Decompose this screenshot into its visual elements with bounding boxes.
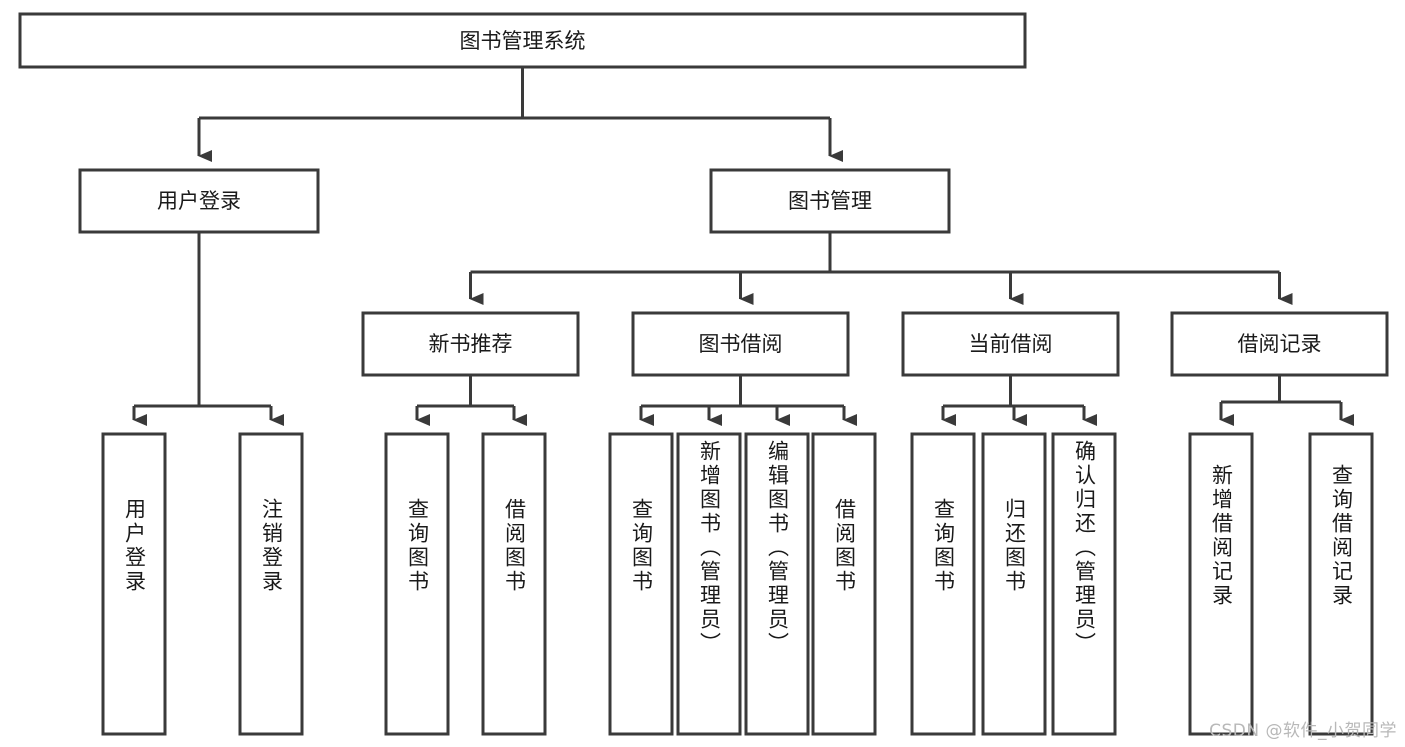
node-root-box[interactable] [18,12,1027,69]
connector-layer [132,67,1354,426]
csdn-watermark: CSDN @软件_小贺同学 [1209,721,1397,741]
leaf-box-query-book-newbook[interactable] [384,432,450,736]
leaf-box-borrow-book[interactable] [811,432,877,736]
leaf-box-borrow-book-newbook[interactable] [481,432,547,736]
leaf-box-logout[interactable] [238,432,304,736]
leaf-box-return-book[interactable] [981,432,1047,736]
leaf-box-query-book-current[interactable] [910,432,976,736]
leaf-box-query-borrow-record[interactable] [1308,432,1374,736]
node-book-borrow-box[interactable] [631,311,850,377]
node-new-book-recommend-box[interactable] [361,311,580,377]
node-book-management-label: 图书管理 [788,189,872,213]
leaf-box-add-book-admin[interactable] [676,432,742,736]
leaf-box-confirm-return-admin[interactable] [1051,432,1117,736]
node-user-login-label: 用户登录 [157,189,241,213]
leaf-box-query-book-borrow[interactable] [608,432,674,736]
node-root-label: 图书管理系统 [460,29,586,53]
node-user-login-box[interactable] [78,168,320,234]
node-borrow-record-label: 借阅记录 [1238,332,1322,356]
leaf-box-add-borrow-record[interactable] [1188,432,1254,736]
leaf-box-user-login[interactable] [101,432,167,736]
node-book-management-box[interactable] [709,168,951,234]
node-new-book-recommend-label: 新书推荐 [429,332,513,356]
node-borrow-record-box[interactable] [1170,311,1389,377]
node-current-borrow-box[interactable] [901,311,1120,377]
node-book-borrow-label: 图书借阅 [699,332,783,356]
leaf-box-edit-book-admin[interactable] [744,432,810,736]
node-layer: 图书管理系统 用户登录 图书管理 新书推荐 图书借阅 当前借阅 借阅记录 [18,12,1389,736]
node-current-borrow-label: 当前借阅 [969,332,1053,356]
